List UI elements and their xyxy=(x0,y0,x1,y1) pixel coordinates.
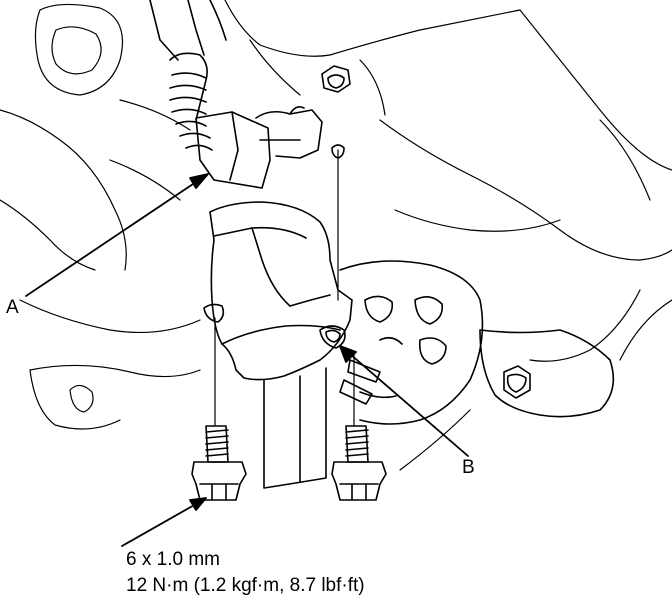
arrowhead-a xyxy=(189,173,209,189)
heat-shield xyxy=(203,201,353,489)
callout-label-a: A xyxy=(6,297,19,318)
bolt-size-spec: 6 x 1.0 mm xyxy=(126,549,220,570)
callout-leaders xyxy=(25,173,469,547)
right-mount-bracket xyxy=(479,329,615,418)
arrowhead-spec xyxy=(189,497,207,511)
leader-a xyxy=(25,181,197,297)
connector-a-assembly xyxy=(149,0,323,189)
torque-spec: 12 N·m (1.2 kgf·m, 8.7 lbf·ft) xyxy=(126,575,365,596)
alignment-lines xyxy=(214,149,355,426)
upper-bolt xyxy=(321,65,351,93)
upper-bolt-hole xyxy=(331,144,345,159)
arrowhead-b xyxy=(339,345,357,363)
leader-spec xyxy=(121,503,197,547)
left-flange-bolt xyxy=(191,425,247,501)
callout-label-b: B xyxy=(462,457,475,478)
engine-casting xyxy=(339,260,484,425)
engine-background-outline xyxy=(0,0,672,471)
right-flange-bolt xyxy=(331,425,387,501)
leader-b xyxy=(349,353,469,457)
